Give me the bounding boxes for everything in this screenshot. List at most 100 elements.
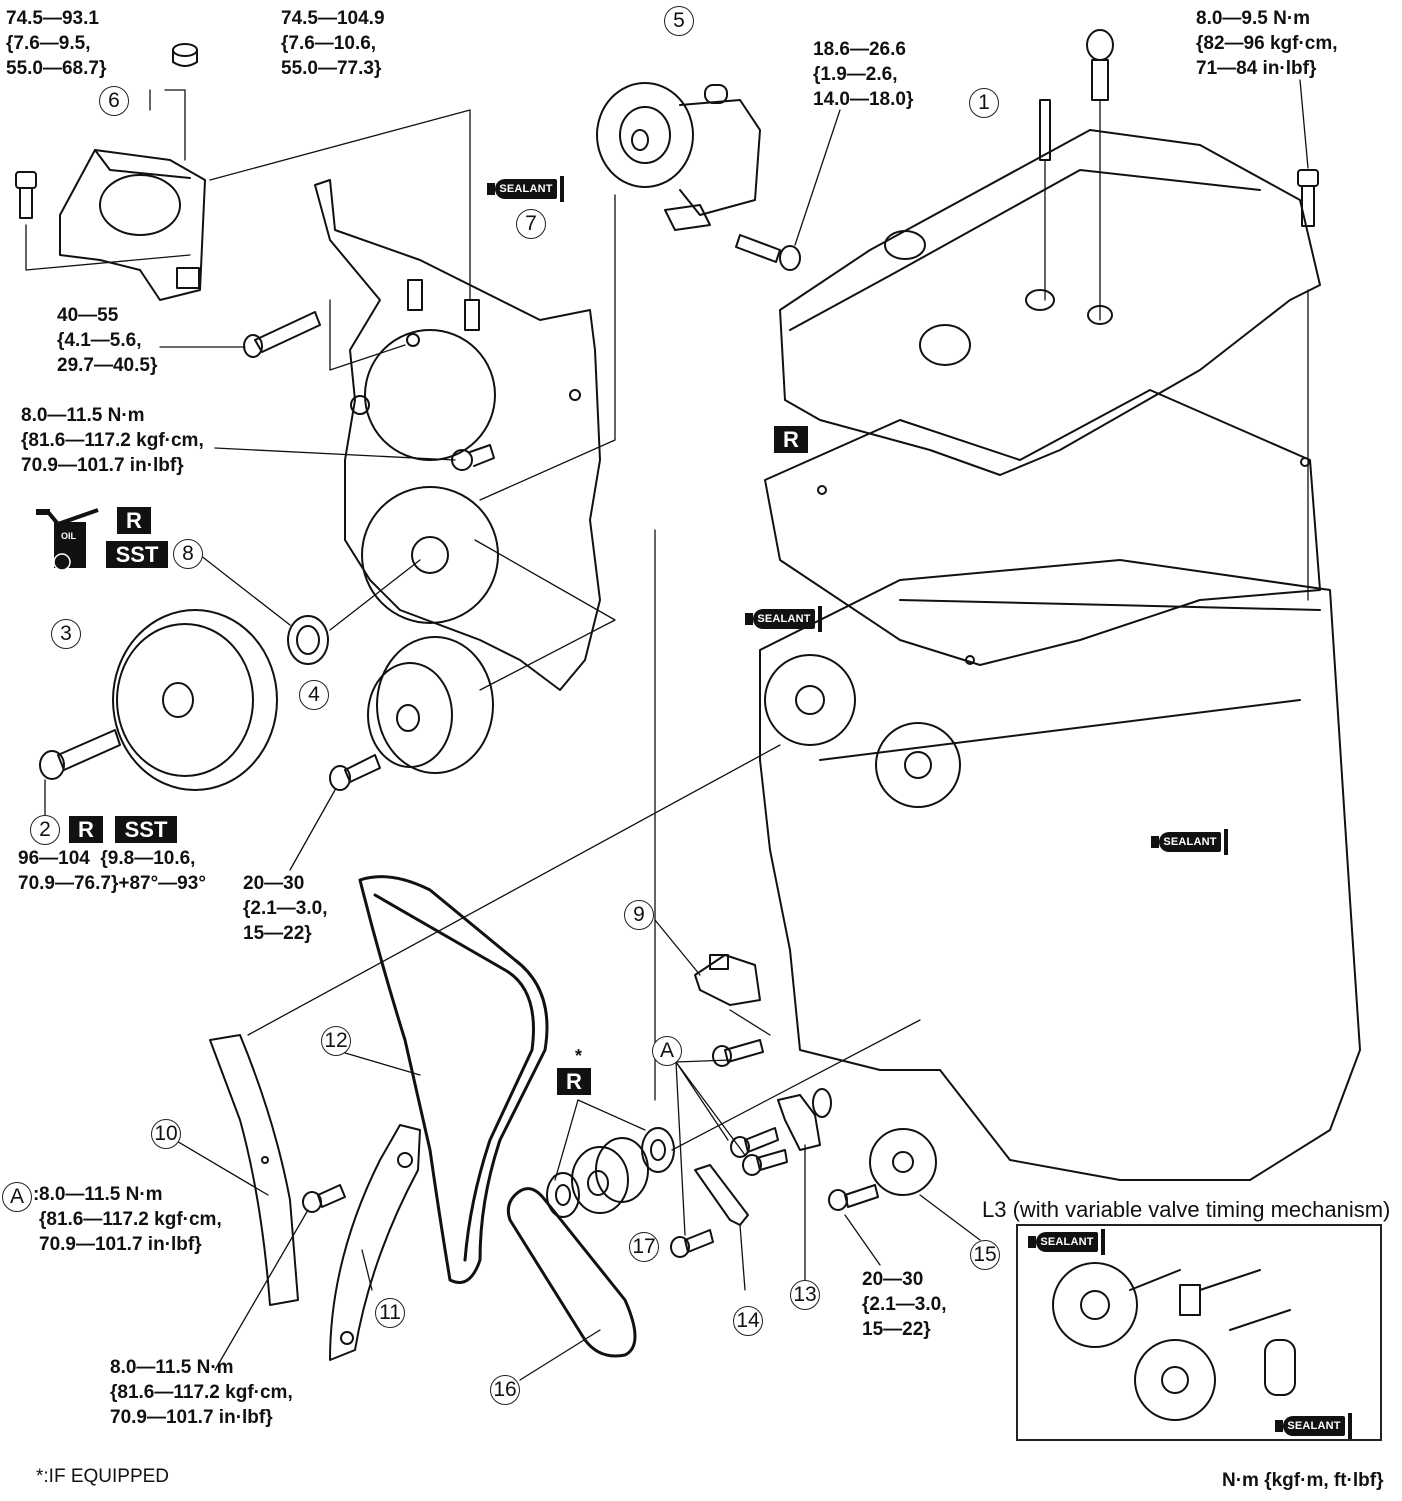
front-oil-seal: [287, 615, 329, 665]
sealant-cap: [1028, 1236, 1036, 1248]
sealant-crimp: [1224, 829, 1228, 855]
note-a-separator: :: [33, 1184, 40, 1205]
drive-belt-auto-tensioner: [596, 82, 761, 231]
callout-a: A: [652, 1036, 682, 1066]
front-cover-small-bolt: [451, 444, 495, 471]
washer-front: [546, 1172, 580, 1218]
callout-16: 16: [490, 1375, 520, 1405]
torque-spec-idler-pulley-bolt: 20—30 {2.1—3.0, 15—22}: [243, 873, 328, 944]
callout-1: 1: [969, 88, 999, 118]
front-cover-bolt: [243, 311, 321, 358]
crankshaft-sprocket: [571, 1137, 649, 1214]
sealant-crimp: [818, 606, 822, 632]
torque-spec-tensioner-bolt: 18.6—26.6 {1.9—2.6, 14.0—18.0}: [813, 39, 914, 110]
callout-15: 15: [970, 1240, 1000, 1270]
vvt-inset-drawing: [1052, 1262, 1296, 1421]
chain-tensioner: [694, 954, 761, 1006]
torque-spec-oil-pump-sprocket-bolt: 20—30 {2.1—3.0, 15—22}: [862, 1269, 947, 1340]
sealant-cap: [1151, 836, 1159, 848]
callout-5: 5: [664, 6, 694, 36]
torque-spec-mount-nut: 74.5—104.9 {7.6—10.6, 55.0—77.3}: [281, 8, 385, 79]
sealant-tube-label: SEALANT: [1283, 1416, 1345, 1436]
idler-pulley-bolt: [329, 754, 381, 791]
sealant-cap: [1275, 1420, 1283, 1432]
sealant-cap: [487, 183, 495, 195]
sealant-crimp: [1348, 1413, 1352, 1439]
note-a-marker: A: [2, 1182, 32, 1212]
timing-chain: [358, 875, 549, 1284]
inset-title: L3 (with variable valve timing mechanism…: [982, 1197, 1391, 1222]
callout-14: 14: [733, 1306, 763, 1336]
sealant-icon: SEALANT: [1275, 1413, 1353, 1439]
if-equipped-asterisk: *: [575, 1046, 583, 1066]
torque-spec-guide-bolt: 8.0—11.5 N·m {81.6—117.2 kgf·cm, 70.9—10…: [110, 1357, 293, 1428]
callout-12: 12: [321, 1026, 351, 1056]
tensioner-bolt: [735, 234, 801, 271]
torque-spec-head-cover-bolt: 8.0—9.5 N·m {82—96 kgf·cm, 71—84 in·lbf}: [1196, 8, 1338, 79]
camshaft-sprocket-exhaust: [875, 722, 961, 808]
torque-spec-mount-bolt: 74.5—93.1 {7.6—9.5, 55.0—68.7}: [6, 8, 107, 79]
spark-plug: [1039, 99, 1051, 301]
torque-spec-front-cover-bolt: 40—55 {4.1—5.6, 29.7—40.5}: [57, 305, 158, 376]
torque-spec-crankshaft-pulley-bolt: 96—104 {9.8—10.6, 70.9—76.7}+87°—93°: [18, 848, 206, 894]
mount-bolt: [15, 171, 37, 219]
tensioner-arm: [329, 1124, 421, 1361]
tensioner-bolts-a: [670, 1127, 788, 1258]
sealant-icon: SEALANT: [1028, 1229, 1106, 1255]
oil-pump-chain: [506, 1187, 637, 1358]
sst-badge: SST: [115, 816, 177, 843]
replace-badge: R: [774, 426, 808, 453]
sealant-icon: SEALANT: [745, 606, 823, 632]
replace-badge: R: [557, 1068, 591, 1095]
sealant-icon: SEALANT: [487, 176, 565, 202]
cylinder-block: [759, 559, 1361, 1181]
crankshaft-pulley: [112, 609, 278, 791]
sealant-icon: SEALANT: [1151, 829, 1229, 855]
callout-9: 9: [624, 900, 654, 930]
oil-label: OIL: [61, 531, 76, 541]
oil-pump-sprocket-bolt: [828, 1184, 879, 1211]
oil-can-icon: OIL: [34, 506, 104, 571]
guide-bolt: [302, 1184, 346, 1213]
idler-pulley: [367, 636, 494, 774]
mount-nut: [172, 43, 198, 67]
oil-pump-tensioner: [777, 1088, 832, 1151]
callout-4: 4: [299, 680, 329, 710]
camshaft-sprocket-intake: [764, 654, 856, 746]
callout-10: 10: [151, 1119, 181, 1149]
sealant-tube-label: SEALANT: [495, 179, 557, 199]
callout-3: 3: [51, 619, 81, 649]
units-legend: N·m {kgf·m, ft·lbf}: [1222, 1470, 1384, 1491]
sst-badge: SST: [106, 541, 168, 568]
sealant-crimp: [560, 176, 564, 202]
head-cover-gasket: [764, 389, 1321, 666]
callout-11: 11: [375, 1298, 405, 1328]
sealant-cap: [745, 613, 753, 625]
sealant-tube-label: SEALANT: [1036, 1232, 1098, 1252]
inset-frame: [1016, 1224, 1382, 1441]
oil-filler-cap-and-dipstick: [1086, 29, 1114, 321]
callout-17: 17: [629, 1232, 659, 1262]
callout-8: 8: [173, 539, 203, 569]
oil-pump-chain-guide: [694, 1164, 749, 1226]
engine-mount: [59, 149, 206, 301]
timing-chain-guide: [209, 1034, 299, 1306]
sealant-tube-label: SEALANT: [1159, 832, 1221, 852]
front-cover: [314, 179, 601, 691]
callout-2: 2: [30, 815, 60, 845]
torque-spec-front-cover-small-bolt: 8.0—11.5 N·m {81.6—117.2 kgf·cm, 70.9—10…: [21, 405, 204, 476]
washer-rear: [641, 1127, 675, 1173]
callout-6: 6: [99, 86, 129, 116]
head-cover-bolt: [1297, 169, 1319, 227]
sealant-tube-label: SEALANT: [753, 609, 815, 629]
callout-13: 13: [790, 1280, 820, 1310]
chain-tensioner-bolt: [712, 1039, 764, 1067]
footnote-if-equipped: *:IF EQUIPPED: [36, 1466, 170, 1487]
crankshaft-pulley-bolt: [39, 729, 121, 780]
torque-spec-note-a: 8.0—11.5 N·m {81.6—117.2 kgf·cm, 70.9—10…: [39, 1184, 222, 1255]
callout-7: 7: [516, 209, 546, 239]
oil-pump-sprocket: [869, 1128, 937, 1196]
sealant-crimp: [1101, 1229, 1105, 1255]
cylinder-head-cover: [779, 129, 1321, 476]
